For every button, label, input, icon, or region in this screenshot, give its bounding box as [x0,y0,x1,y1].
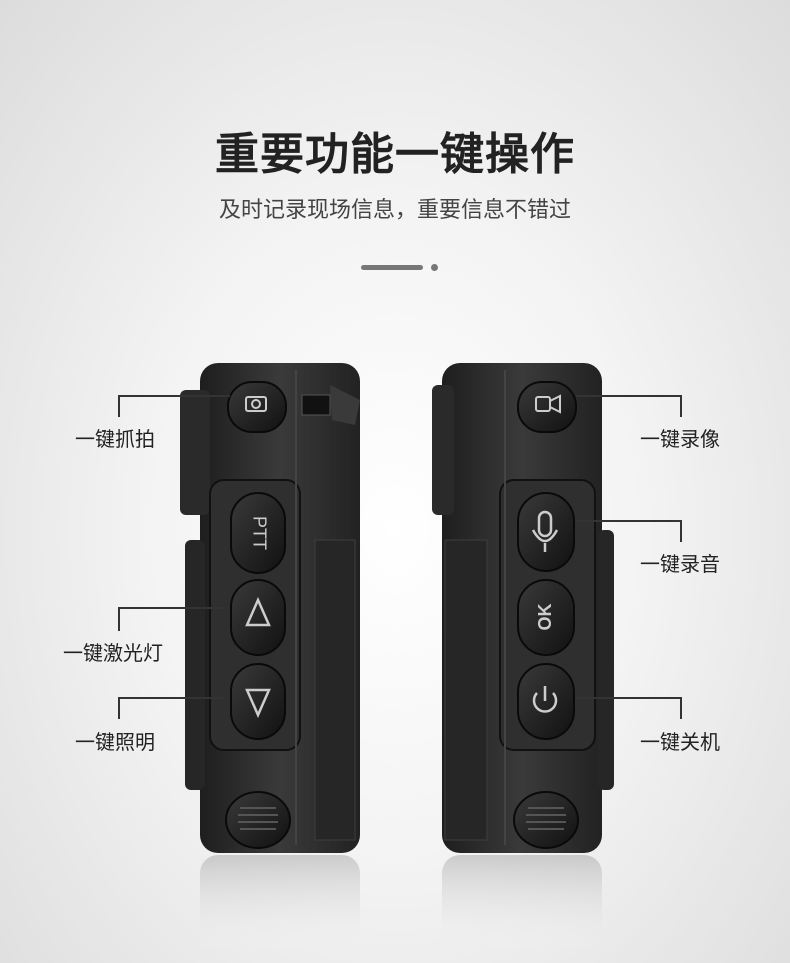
callout-line-audio [576,520,682,542]
label-capture: 一键抓拍 [75,429,155,451]
ok-button-label: OK [535,603,555,630]
divider-dash [361,265,423,270]
callout-line-capture [118,395,230,417]
triangle-down-icon [245,688,271,719]
label-laser: 一键激光灯 [63,643,163,665]
power-icon [532,686,558,713]
page-subtitle: 及时记录现场信息，重要信息不错过 [218,197,571,222]
video-record-icon [535,394,561,414]
label-audio: 一键录音 [640,554,720,576]
page-title: 重要功能一键操作 [215,130,575,179]
right-device [432,363,614,955]
callout-line-record [576,395,682,417]
divider-dot [431,264,438,271]
label-power: 一键关机 [640,732,720,754]
triangle-up-icon [245,596,271,627]
left-device [180,363,360,955]
label-light: 一键照明 [75,732,155,754]
ptt-button-label: PTT [249,516,269,550]
camera-icon [245,396,267,412]
callout-line-power [576,697,682,719]
microphone-icon [531,510,559,552]
callout-line-laser [118,607,225,631]
label-record: 一键录像 [640,429,720,451]
callout-line-light [118,697,225,719]
